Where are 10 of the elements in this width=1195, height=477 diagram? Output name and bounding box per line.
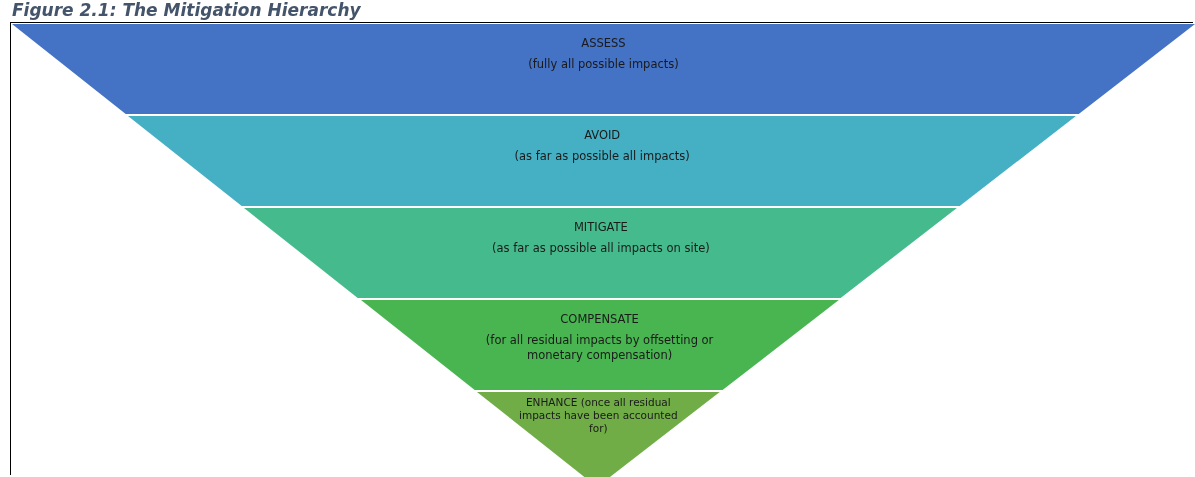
band-heading: MITIGATE bbox=[572, 220, 629, 235]
band-description: (fully all possible impacts) bbox=[527, 57, 680, 72]
band-description: (as far as possible all impacts on site) bbox=[491, 241, 711, 256]
band-heading: AVOID bbox=[583, 128, 622, 143]
band-description: (as far as possible all impacts) bbox=[513, 149, 691, 164]
band-heading: COMPENSATE bbox=[559, 312, 640, 327]
band-heading: ASSESS bbox=[580, 36, 627, 51]
band-description: (for all residual impacts by offsetting or monetary compensation) bbox=[485, 333, 714, 363]
band-label: ENHANCE (once all residual impacts have been accounted for) bbox=[518, 396, 679, 435]
figure-title: Figure 2.1: The Mitigation Hierarchy bbox=[12, 0, 361, 20]
